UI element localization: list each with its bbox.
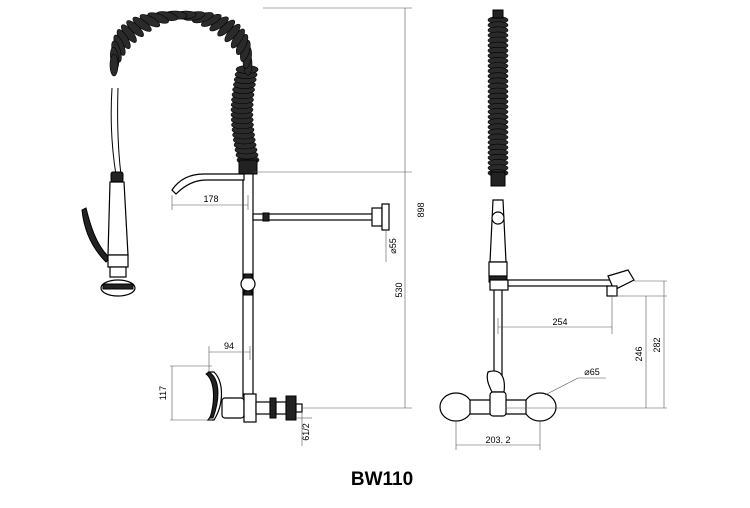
- front-view: 898 530 178 ⌀55 94 117 61/2: [81, 7, 426, 446]
- spray-gun: [81, 171, 136, 297]
- dim-column-height: 530: [394, 282, 404, 297]
- dim-outlet-diameter: ⌀55: [388, 238, 398, 253]
- dim-escutcheon-diameter: ⌀65: [584, 367, 599, 377]
- dim-spout-height-246: 246: [634, 346, 644, 361]
- dim-spout-reach: 254: [552, 317, 567, 327]
- model-title: BW110: [351, 469, 413, 490]
- dim-spout-height-282: 282: [652, 337, 662, 352]
- dim-inlet-centers: 203. 2: [485, 435, 510, 445]
- dim-valve-offset: 94: [224, 341, 234, 351]
- spring-coil-side: [487, 16, 509, 177]
- dim-lever-height: 117: [158, 386, 168, 400]
- dim-inlet-size: 61/2: [301, 423, 311, 441]
- dimension-lines-side: [455, 280, 667, 450]
- spring-coil-front: [109, 10, 260, 165]
- dim-nozzle-reach: 178: [203, 194, 218, 204]
- side-view: 254 246 282 ⌀65 203. 2: [439, 9, 667, 450]
- dimension-lines-front: [170, 7, 412, 446]
- wall-valve: [205, 371, 303, 423]
- dim-overall-height: 898: [416, 202, 426, 217]
- pot-filler-arm: [252, 203, 390, 231]
